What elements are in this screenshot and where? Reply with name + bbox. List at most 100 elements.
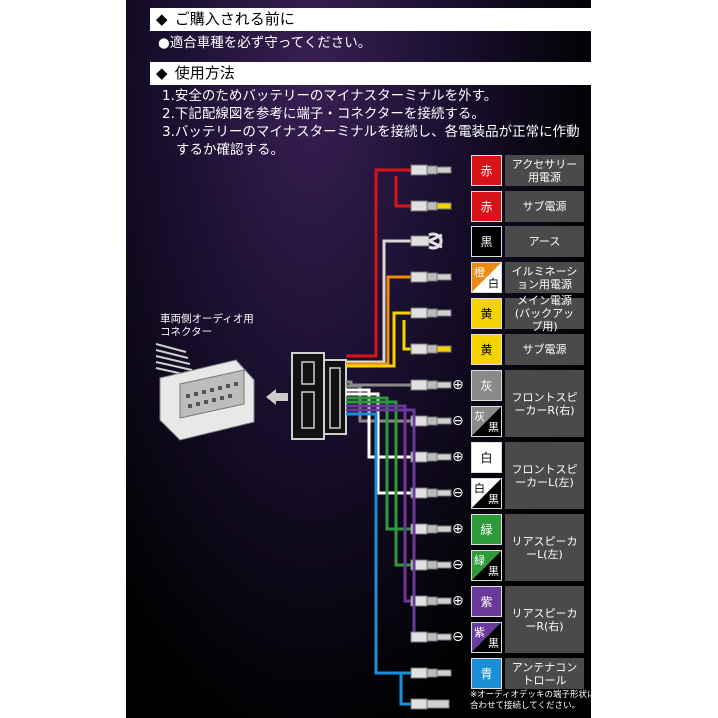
wire-label-text: アンテナコントロール <box>511 660 578 687</box>
terminal-note-line1: ※オーディオデッキの端子形状に <box>470 690 591 700</box>
section-header-usage: ◆ 使用方法 <box>150 62 591 85</box>
wire-label-text: フロントスピーカーL(左) <box>511 462 578 489</box>
connector-label-line1: 車両側オーディオ用 <box>160 313 254 325</box>
diagram-panel: ◆ ご購入される前に ●適合車種を必ず守ってください。 ◆ 使用方法 1.安全の… <box>126 0 591 718</box>
polarity-plus-icon: ⊕ <box>452 521 464 537</box>
wire-10 <box>346 396 411 531</box>
terminal-5 <box>410 343 452 355</box>
wire-4 <box>346 311 411 368</box>
wire-label-text: サブ電源 <box>522 343 567 356</box>
terminal-0 <box>410 164 452 176</box>
wire-label-text: リアスピーカーR(右) <box>511 606 578 633</box>
wire-label-6: フロントスピーカーR(右) <box>505 370 584 437</box>
wire-12 <box>346 404 411 603</box>
diamond-icon: ◆ <box>156 64 168 82</box>
arrow-left-icon <box>266 389 288 405</box>
wire-label-0: アクセサリー用電源 <box>505 155 584 186</box>
polarity-minus-icon: ⊖ <box>452 413 464 429</box>
polarity-plus-icon: ⊕ <box>452 449 464 465</box>
color-swatch-7: 灰黒 <box>471 406 502 437</box>
color-swatch-1: 赤 <box>471 191 502 222</box>
color-swatch-5: 黄 <box>471 334 502 365</box>
swatch-text: 白 <box>474 482 485 495</box>
polarity-plus-icon: ⊕ <box>452 593 464 609</box>
terminal-2 <box>410 232 443 250</box>
swatch-text-2: 黒 <box>488 493 499 506</box>
swatch-text-2: 黒 <box>488 565 499 578</box>
wire-label-2: アース <box>505 226 584 257</box>
color-swatch-6: 灰 <box>471 370 502 401</box>
polarity-minus-icon: ⊖ <box>452 557 464 573</box>
color-swatch-13: 紫黒 <box>471 622 502 653</box>
swatch-text: 灰 <box>474 410 485 423</box>
terminal-8 <box>410 451 452 463</box>
wire-label-text: リアスピーカーL(左) <box>511 534 578 561</box>
wire-label-12: リアスピーカーR(右) <box>505 586 584 653</box>
usage-step-3: 3.バッテリーのマイナスターミナルを接続し、各電装品が正常に作動 <box>162 124 580 140</box>
color-swatch-12: 紫 <box>471 586 502 617</box>
wire-8 <box>346 388 411 459</box>
wire-14-branch <box>399 673 411 706</box>
terminal-14 <box>410 667 452 679</box>
terminal-7 <box>410 415 452 427</box>
wire-label-4: メイン電源(バックアップ用) <box>505 294 584 333</box>
connector-label-line2: コネクター <box>160 326 213 338</box>
wire-label-1: サブ電源 <box>505 191 584 222</box>
wire-label-10: リアスピーカーL(左) <box>505 514 584 581</box>
terminal-14b <box>410 698 450 710</box>
wire-label-text: サブ電源 <box>522 200 567 213</box>
wire-label-text: メイン電源(バックアップ用) <box>514 294 575 333</box>
wire-label-14: アンテナコントロール <box>505 658 584 689</box>
wire-0 <box>346 168 411 358</box>
terminal-11 <box>410 559 452 571</box>
wire-label-8: フロントスピーカーL(左) <box>505 442 584 509</box>
terminal-6 <box>410 379 452 391</box>
section-title: ご購入される前に <box>174 10 295 28</box>
wiring-diagram <box>155 164 452 710</box>
color-swatch-3: 橙白 <box>471 262 502 293</box>
color-swatch-4: 黄 <box>471 298 502 329</box>
color-swatch-11: 緑黒 <box>471 550 502 581</box>
harness-connector <box>291 352 347 440</box>
usage-step-2: 2.下記配線図を参考に端子・コネクターを接続する。 <box>162 106 485 122</box>
terminal-4 <box>410 307 452 319</box>
wire-3 <box>346 275 411 366</box>
polarity-minus-icon: ⊖ <box>452 629 464 645</box>
color-swatch-14: 青 <box>471 658 502 689</box>
wire-14 <box>346 412 411 675</box>
terminal-12 <box>410 595 452 607</box>
polarity-plus-icon: ⊕ <box>452 377 464 393</box>
wire-label-text: アース <box>528 235 561 248</box>
terminal-1 <box>410 200 452 212</box>
wire-label-text: フロントスピーカーR(右) <box>511 390 578 417</box>
swatch-text-2: 黒 <box>488 421 499 434</box>
before-purchase-text: ●適合車種を必ず守ってください。 <box>158 35 372 51</box>
diamond-icon: ◆ <box>156 10 168 28</box>
terminal-10 <box>410 523 452 535</box>
color-swatch-8: 白 <box>471 442 502 473</box>
wire-label-text: イルミネーション用電源 <box>511 264 578 291</box>
terminal-3 <box>410 271 452 283</box>
wire-1 <box>394 176 411 208</box>
swatch-text: 緑 <box>474 554 485 567</box>
swatch-text-2: 白 <box>488 277 499 290</box>
terminal-note: ※オーディオデッキの端子形状に 合わせて接続してください。 <box>470 690 591 712</box>
section-header-before-purchase: ◆ ご購入される前に <box>150 8 591 31</box>
wire-6 <box>346 380 411 387</box>
swatch-text: 紫 <box>474 626 485 639</box>
wire-label-3: イルミネーション用電源 <box>505 262 584 293</box>
color-swatch-9: 白黒 <box>471 478 502 509</box>
color-swatch-0: 赤 <box>471 155 502 186</box>
terminal-9 <box>410 487 452 499</box>
color-swatch-2: 黒 <box>471 226 502 257</box>
polarity-minus-icon: ⊖ <box>452 485 464 501</box>
usage-step-1: 1.安全のためバッテリーのマイナスターミナルを外す。 <box>162 88 498 104</box>
swatch-text: 橙 <box>474 266 485 279</box>
wire-label-text: アクセサリー用電源 <box>511 157 578 184</box>
usage-step-3-cont: するか確認する。 <box>176 142 284 158</box>
color-swatch-10: 緑 <box>471 514 502 545</box>
wire-2 <box>346 239 411 364</box>
terminal-13 <box>410 631 452 643</box>
swatch-text-2: 黒 <box>488 637 499 650</box>
wire-label-5: サブ電源 <box>505 334 584 365</box>
